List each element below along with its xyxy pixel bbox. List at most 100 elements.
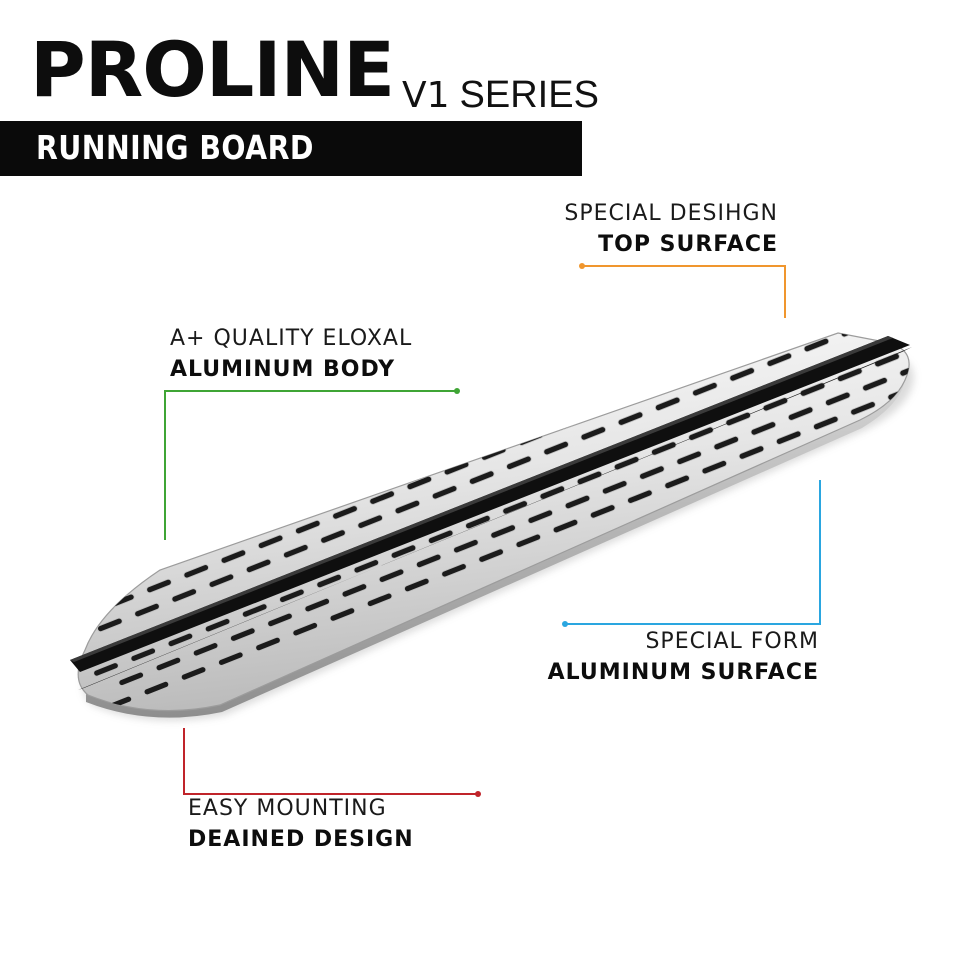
board-slot — [245, 558, 272, 573]
board-slot — [641, 363, 668, 378]
board-slot — [130, 647, 156, 662]
board-slot — [729, 367, 755, 382]
board-slot — [357, 514, 383, 529]
board-slot — [453, 539, 479, 554]
board-slot — [543, 441, 569, 456]
board-slot — [639, 465, 665, 480]
board-slot — [329, 607, 356, 622]
dot-mounting — [475, 791, 481, 797]
callout-aluminum-body-line2: ALUMINUM BODY — [170, 356, 396, 382]
board-slot — [580, 426, 606, 441]
board-slot — [269, 510, 296, 525]
board-slot — [803, 337, 830, 353]
board-slot — [180, 666, 207, 681]
callout-aluminum-body-line1: A+ QUALITY ELOXAL — [170, 326, 413, 351]
board-slot — [778, 333, 804, 343]
board-slot — [576, 470, 603, 485]
board-slot — [602, 480, 628, 495]
callout-aluminum-surface: SPECIAL FORM ALUMINUM SURFACE — [548, 627, 819, 689]
board-slot — [874, 353, 900, 368]
version-label: V1 — [402, 75, 450, 116]
callout-mounting: EASY MOUNTING DEAINED DESIGN — [188, 794, 414, 856]
board-slot — [295, 520, 321, 535]
board-slot — [776, 430, 802, 445]
board-slot — [381, 466, 407, 481]
board-slot — [862, 377, 888, 392]
board-slot — [678, 348, 705, 363]
callout-mounting-line2: DEAINED DESIGN — [188, 826, 414, 852]
board-slot — [344, 481, 370, 496]
board-slot — [242, 603, 268, 618]
board-slot — [220, 549, 247, 564]
board-slot — [279, 588, 305, 603]
board-slot — [192, 642, 219, 657]
board-slot — [741, 343, 767, 358]
board-slot — [716, 333, 742, 349]
board-slot — [590, 504, 616, 519]
board-slot — [320, 529, 346, 544]
board-slot — [406, 475, 432, 490]
product-name: RUNNING BOARD — [36, 128, 314, 167]
board-slot — [604, 378, 630, 393]
board-slot — [428, 529, 454, 544]
board-slot — [455, 437, 482, 452]
board-slot — [267, 612, 293, 627]
board-slot — [852, 299, 878, 314]
dot-aluminum-body — [454, 388, 460, 394]
board-slot — [655, 396, 681, 411]
product-banner: RUNNING BOARD — [0, 121, 582, 176]
board-slot — [146, 578, 172, 594]
board-slot — [790, 304, 816, 319]
board-slot — [204, 618, 231, 633]
board-slot — [815, 313, 841, 328]
board-slot — [230, 627, 256, 642]
board-slot — [431, 485, 458, 500]
callout-aluminum-body: A+ QUALITY ELOXAL ALUMINUM BODY — [170, 324, 412, 386]
board-slot — [750, 421, 777, 436]
board-slot — [390, 544, 417, 559]
board-slot — [552, 519, 579, 534]
board-slot — [738, 445, 765, 460]
board-slot — [218, 651, 244, 666]
board-slot — [366, 592, 393, 607]
board-slot — [688, 426, 714, 441]
board-slot — [617, 411, 644, 426]
board-slot — [167, 632, 194, 647]
series-word: SERIES — [459, 74, 599, 116]
leader-aluminum-surface — [565, 480, 821, 625]
board-slot — [527, 509, 553, 524]
board-slot — [183, 564, 209, 579]
board-slot — [493, 422, 519, 437]
board-slot — [787, 406, 814, 421]
board-slot — [766, 352, 792, 367]
callout-top-surface-line2: TOP SURFACE — [598, 231, 778, 257]
board-slot — [93, 662, 119, 677]
board-slot — [332, 505, 358, 520]
board-slot — [701, 460, 727, 475]
board-slot — [704, 358, 730, 373]
board-slot — [530, 407, 556, 422]
board-slot — [255, 636, 281, 652]
board-slot — [118, 671, 144, 686]
board-slot — [837, 367, 863, 382]
board-slot — [850, 401, 876, 416]
board-slot — [539, 485, 565, 500]
board-slot — [613, 456, 640, 471]
board-slot — [418, 451, 444, 466]
board-slot — [490, 524, 516, 539]
board-slot — [825, 391, 851, 406]
board-slot — [813, 415, 839, 431]
board-slot — [143, 681, 170, 696]
board-slot — [465, 515, 491, 530]
board-slot — [899, 362, 910, 377]
board-slot — [627, 489, 653, 504]
brand-title: PROLINE — [30, 25, 395, 114]
callout-aluminum-surface-line1: SPECIAL FORM — [645, 629, 819, 654]
board-slot — [692, 382, 718, 397]
board-slot — [799, 382, 826, 397]
callout-mounting-line1: EASY MOUNTING — [188, 796, 387, 821]
board-slot — [283, 544, 309, 559]
board-slot — [307, 495, 333, 511]
